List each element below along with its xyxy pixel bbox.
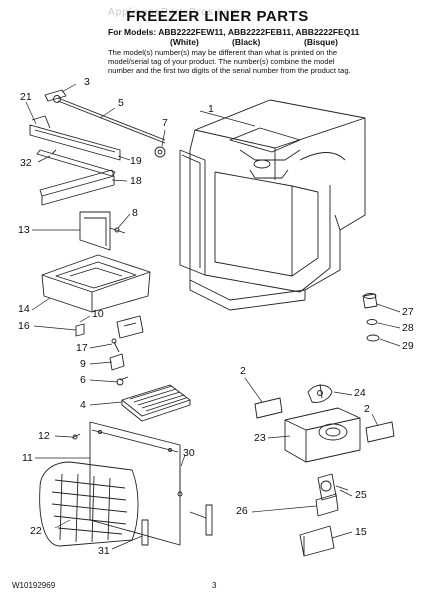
callout-7: 7 (162, 117, 168, 129)
color-bisque: (Bisque) (304, 37, 338, 47)
callout-8: 8 (132, 207, 138, 219)
callout-22: 22 (30, 525, 42, 537)
callout-30: 30 (183, 447, 195, 459)
callout-9: 9 (80, 358, 86, 370)
callout-21: 21 (20, 91, 32, 103)
tray-housing-part (41, 254, 151, 313)
hardware-parts (75, 315, 144, 386)
callout-31: 31 (98, 545, 110, 557)
color-white: (White) (170, 37, 199, 47)
callout-16: 16 (18, 320, 30, 332)
page-title: FREEZER LINER PARTS (126, 8, 309, 25)
callout-19: 19 (130, 155, 142, 167)
callout-17: 17 (76, 342, 88, 354)
callout-15: 15 (355, 526, 367, 538)
callout-11: 11 (22, 452, 33, 464)
freezer-liner-part (179, 99, 366, 311)
rail-parts (29, 115, 121, 206)
page-number: 3 (212, 581, 217, 590)
model-note: The model(s) number(s) may be different … (108, 48, 351, 75)
callout-32: 32 (20, 157, 32, 169)
grille-part (121, 384, 191, 422)
callout-25: 25 (355, 489, 367, 501)
document-number: W10192969 (12, 581, 56, 590)
bracket-part (79, 211, 126, 251)
panel-part (71, 421, 181, 546)
fan-housing-part (284, 407, 361, 463)
callout-13: 13 (18, 224, 30, 236)
callout-2-left: 2 (240, 365, 246, 377)
rod-part (44, 89, 166, 144)
watermark: AppliancePartsPros.com (108, 7, 240, 18)
gear-part (154, 146, 166, 158)
callout-29: 29 (402, 340, 414, 352)
callout-2-right: 2 (364, 403, 370, 415)
callout-18: 18 (130, 175, 142, 187)
callout-1: 1 (208, 103, 214, 115)
color-black: (Black) (232, 37, 261, 47)
callout-27: 27 (402, 306, 414, 318)
pin-parts (141, 468, 213, 546)
callout-3: 3 (84, 76, 90, 88)
vent-grille-part (39, 461, 139, 547)
callout-10: 10 (92, 308, 104, 320)
callout-4: 4 (80, 399, 86, 411)
callout-23: 23 (254, 432, 266, 444)
callout-26: 26 (236, 505, 248, 517)
callout-14: 14 (18, 303, 30, 315)
callout-28: 28 (402, 322, 414, 334)
motor-parts (299, 473, 349, 557)
models-line: For Models: ABB2222FEW11, ABB2222FEB11, … (108, 27, 360, 37)
fan-area-parts (254, 383, 395, 443)
leader-lines (25, 83, 401, 550)
callout-12: 12 (38, 430, 50, 442)
callout-5: 5 (118, 97, 124, 109)
callout-6: 6 (80, 374, 86, 386)
cap-parts (362, 293, 380, 342)
callout-24: 24 (354, 387, 366, 399)
